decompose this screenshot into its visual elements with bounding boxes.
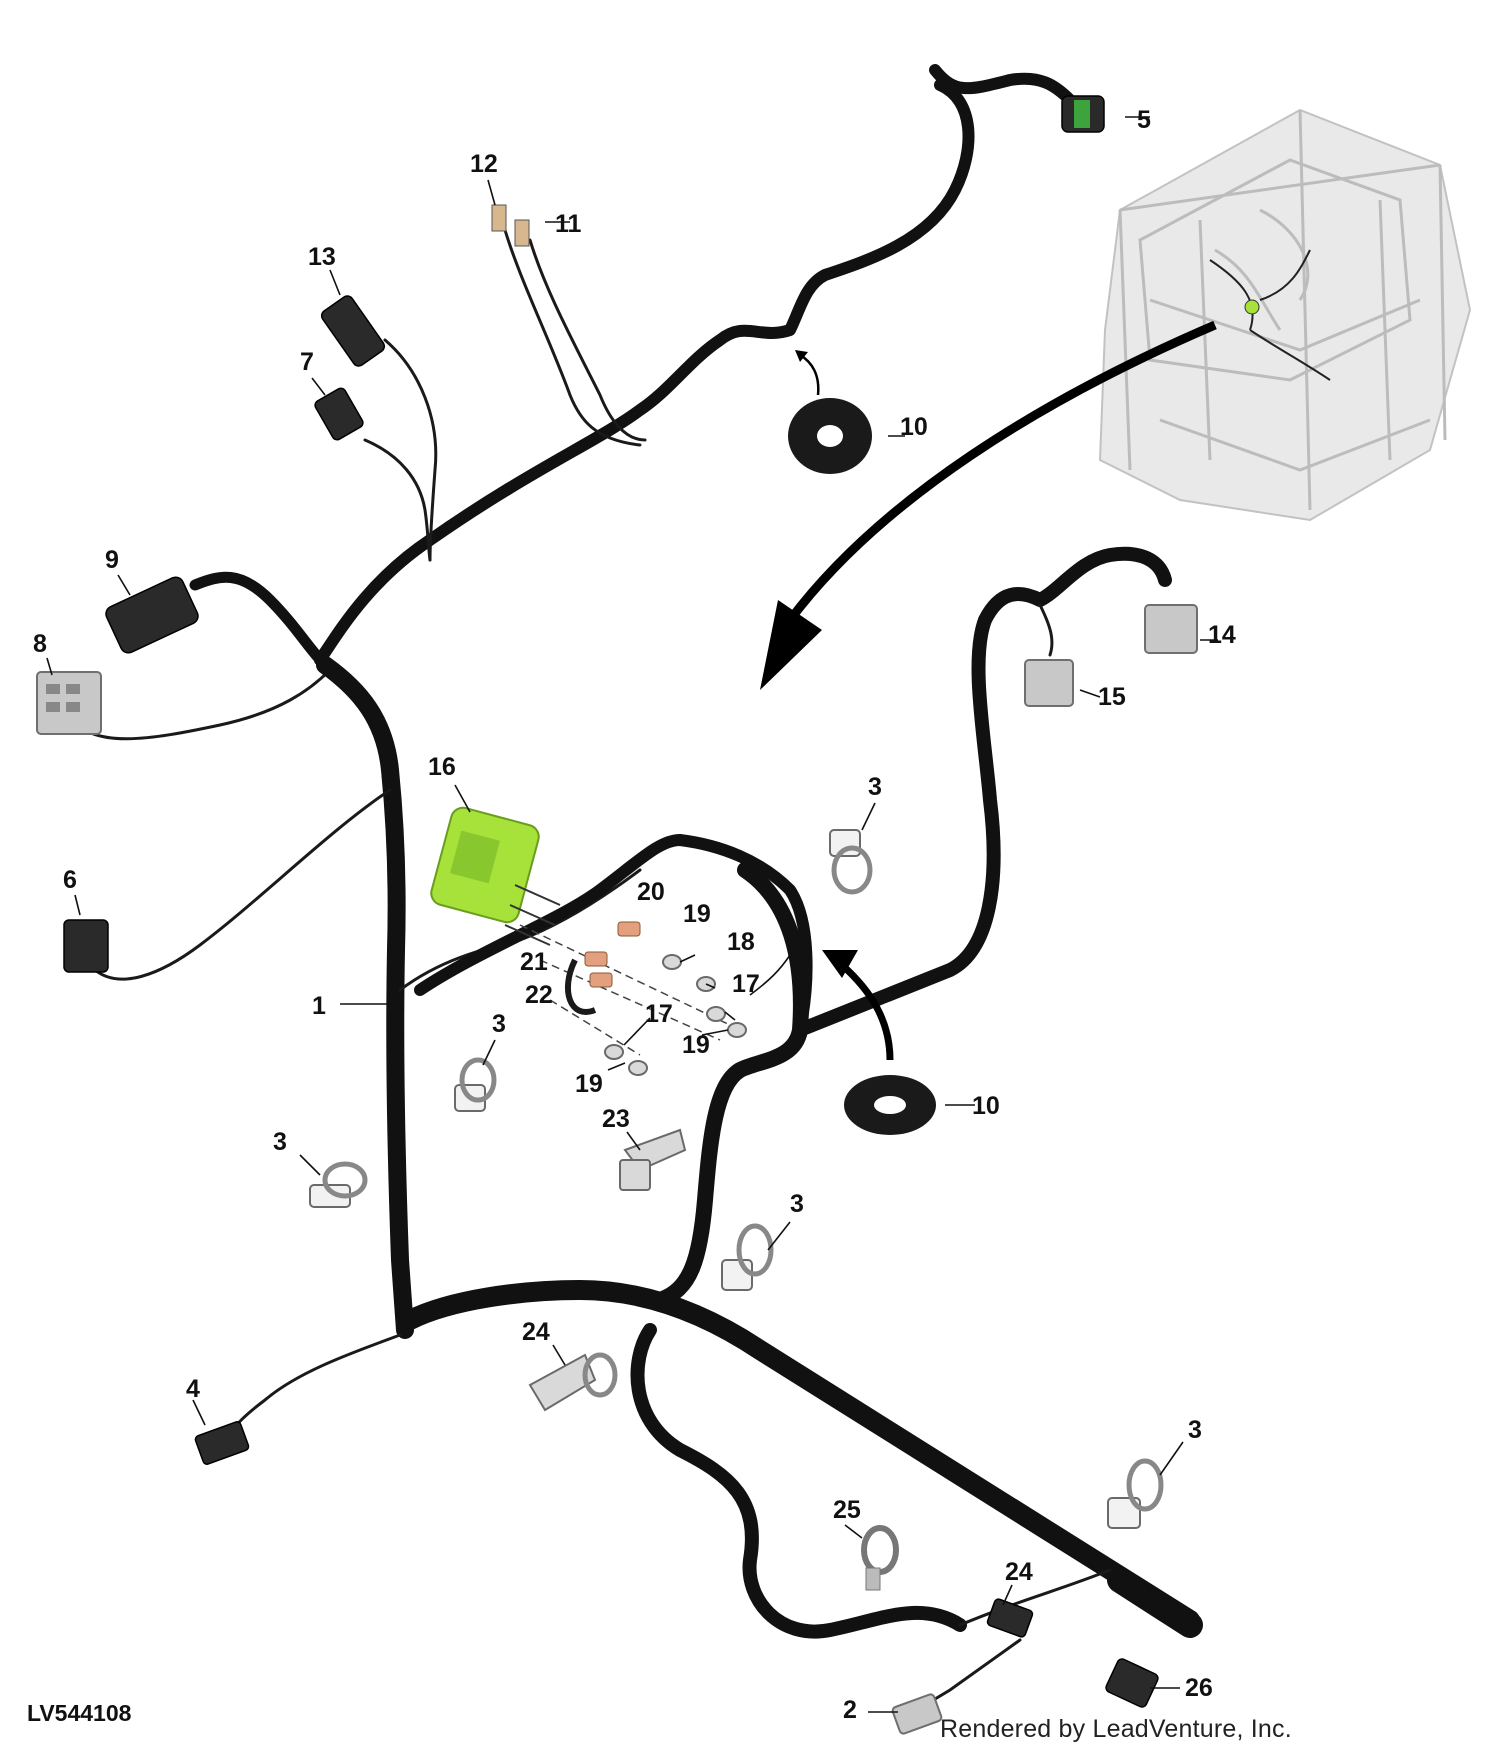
connector-27 bbox=[1105, 1658, 1159, 1708]
callout-23: 22 bbox=[525, 981, 553, 1009]
connector-6 bbox=[314, 387, 364, 441]
callout-17-b: 17 bbox=[645, 1000, 673, 1028]
callout-2: 2 bbox=[843, 1696, 857, 1724]
cab-harness-detail bbox=[1209, 249, 1331, 381]
callout-24-a: 23 bbox=[602, 1105, 630, 1133]
callout-20: 19 bbox=[683, 900, 711, 928]
callout-3-c: 3 bbox=[273, 1128, 287, 1156]
connector-16-highlight bbox=[430, 806, 561, 946]
callout-10-lower: 10 bbox=[972, 1092, 1000, 1120]
callout-12: 12 bbox=[470, 150, 498, 178]
callout-16: 16 bbox=[428, 753, 456, 781]
clip-26 bbox=[861, 1525, 899, 1591]
connector-5 bbox=[63, 919, 109, 973]
harness-middle-loop bbox=[414, 834, 813, 1308]
callout-19-a: 19 bbox=[682, 1031, 710, 1059]
grommet-arrows bbox=[795, 350, 894, 1061]
callout-4: 4 bbox=[186, 1375, 200, 1403]
callout-3-b: 3 bbox=[492, 1010, 506, 1038]
callout-15: 15 bbox=[1098, 683, 1126, 711]
callout-18: 18 bbox=[727, 928, 755, 956]
callout-3-a: 3 bbox=[868, 773, 882, 801]
callout-3-d: 3 bbox=[790, 1190, 804, 1218]
callout-3-e: 3 bbox=[1188, 1416, 1202, 1444]
harness-trunk bbox=[93, 656, 642, 1339]
small-hardware bbox=[519, 921, 747, 1076]
harness-lower-branch bbox=[223, 1280, 1203, 1722]
connector-13 bbox=[320, 295, 386, 367]
callout-27: 26 bbox=[1185, 1674, 1213, 1702]
callout-19-b: 19 bbox=[575, 1070, 603, 1098]
callout-1: 1 bbox=[312, 992, 326, 1020]
harness-upper-branch bbox=[68, 64, 1076, 741]
callout-17-a: 17 bbox=[732, 970, 760, 998]
terminal-11 bbox=[514, 219, 530, 247]
clip-3-e bbox=[1107, 1458, 1164, 1529]
connector-9 bbox=[1061, 95, 1105, 133]
connector-25 bbox=[986, 1598, 1034, 1638]
clip-3-d bbox=[721, 1223, 774, 1291]
connector-2 bbox=[891, 1693, 943, 1735]
callout-26: 25 bbox=[833, 1496, 861, 1524]
callout-13: 13 bbox=[308, 243, 336, 271]
location-arrow bbox=[760, 320, 1217, 690]
relay-socket-7 bbox=[36, 671, 102, 735]
clip-3-b bbox=[454, 1057, 497, 1112]
callout-7: 8 bbox=[33, 630, 47, 658]
harness-right-branch bbox=[793, 546, 1172, 1037]
connector-4 bbox=[194, 1421, 250, 1465]
callout-11: 11 bbox=[555, 210, 582, 238]
callout-5: 6 bbox=[63, 866, 77, 894]
callout-24-b: 24 bbox=[522, 1318, 550, 1346]
connector-15 bbox=[1024, 659, 1074, 707]
bracket-24-lower bbox=[528, 1352, 618, 1412]
callout-9: 5 bbox=[1137, 106, 1151, 134]
callout-21: 20 bbox=[637, 878, 665, 906]
clip-3-c bbox=[309, 1161, 368, 1208]
callouts: 5 12 11 13 7 10 9 8 14 15 16 3 6 20 19 1… bbox=[33, 106, 1236, 1724]
callout-8: 9 bbox=[105, 546, 119, 574]
cab-location-inset bbox=[1098, 108, 1472, 522]
drawing-id: LV544108 bbox=[27, 1700, 132, 1726]
grommet-10-upper bbox=[788, 398, 872, 474]
leader-lines bbox=[46, 116, 1218, 1713]
callout-14: 14 bbox=[1208, 621, 1236, 649]
bracket-24-upper bbox=[619, 1128, 687, 1191]
clip-3-a bbox=[829, 829, 873, 895]
callout-22: 21 bbox=[520, 948, 548, 976]
callout-6: 7 bbox=[300, 348, 314, 376]
terminal-12 bbox=[491, 204, 507, 232]
callout-25: 24 bbox=[1005, 1558, 1033, 1586]
connector-8 bbox=[105, 576, 199, 654]
connector-14 bbox=[1144, 604, 1198, 654]
callout-10-upper: 10 bbox=[900, 413, 928, 441]
render-credit: Rendered by LeadVenture, Inc. bbox=[940, 1715, 1292, 1743]
grommet-10-lower bbox=[844, 1075, 936, 1135]
